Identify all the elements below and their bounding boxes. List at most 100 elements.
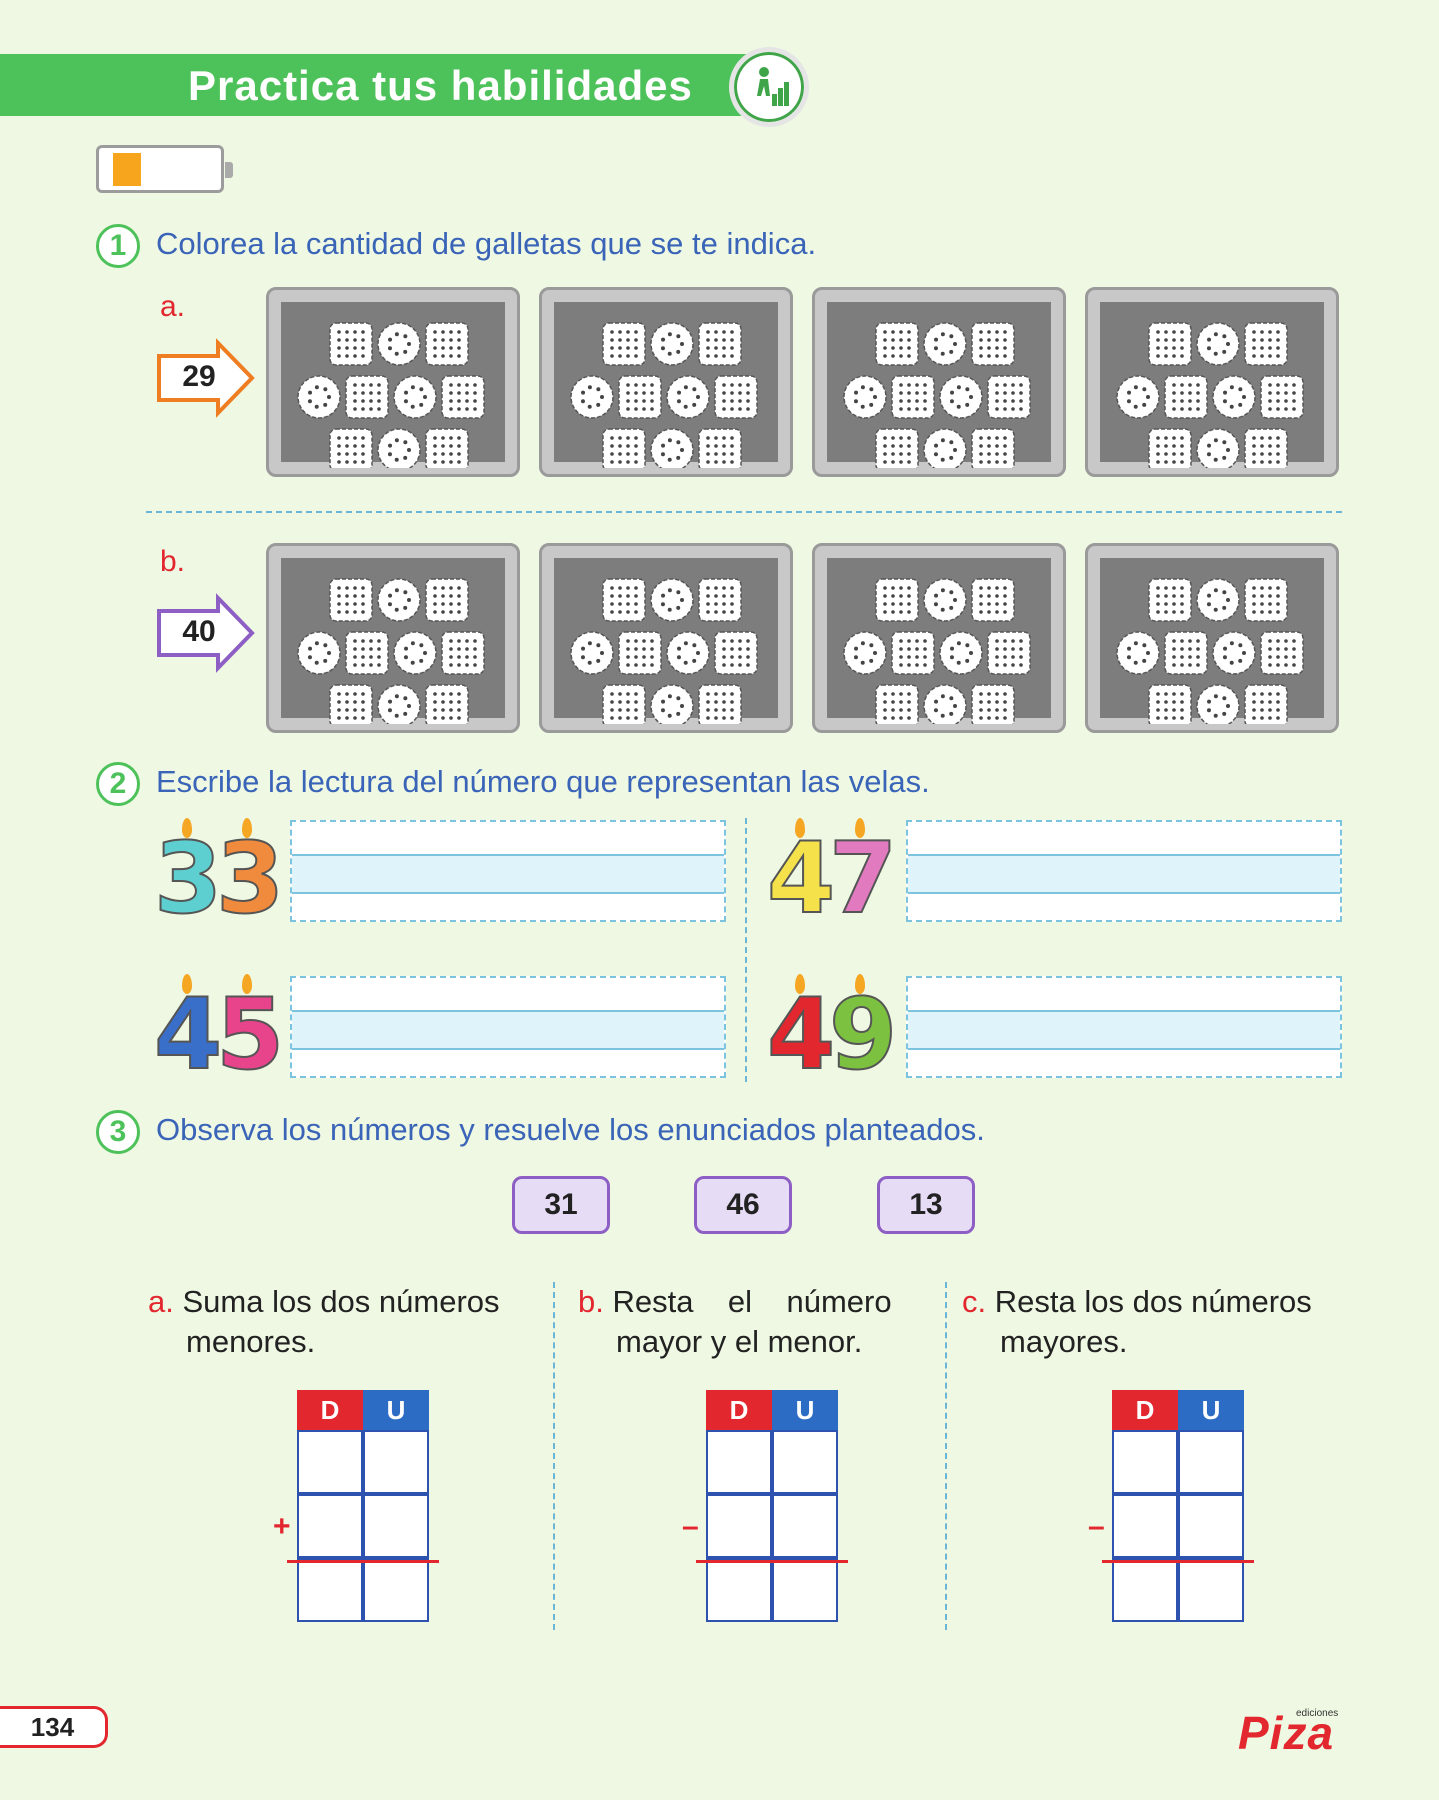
number-box: 46 (694, 1176, 792, 1234)
page-title: Practica tus habilidades (188, 62, 693, 109)
number-box: 31 (512, 1176, 610, 1234)
tens-header: D (1112, 1390, 1178, 1430)
digit-cell[interactable] (297, 1558, 363, 1622)
item-b-letter: b. (160, 545, 186, 578)
arrow-40: 40 (156, 593, 256, 673)
question-3-text: Observa los números y resuelve los enunc… (156, 1112, 985, 1147)
statement-b: b. Resta el número mayor y el menor. (578, 1282, 918, 1362)
flame-icon (855, 818, 865, 838)
question-1-text: Colorea la cantidad de galletas que se t… (156, 226, 817, 261)
divider (745, 818, 747, 1082)
minus-sign: – (682, 1510, 699, 1543)
writing-box[interactable] (906, 820, 1342, 922)
statement-line1: Resta los dos números (994, 1284, 1312, 1319)
publisher-logo: Piza (1238, 1707, 1335, 1759)
number-box: 13 (877, 1176, 975, 1234)
digit-cell[interactable] (1112, 1558, 1178, 1622)
operation-line (287, 1560, 439, 1563)
units-header: U (363, 1390, 429, 1430)
flame-icon (242, 974, 252, 994)
candle-digit: 5 (215, 978, 285, 1092)
candle-digit: 4 (153, 978, 223, 1092)
statement-line2: mayores. (1000, 1324, 1128, 1359)
statement-line2: menores. (186, 1324, 316, 1359)
page-number: 134 (0, 1706, 108, 1748)
flame-icon (242, 818, 252, 838)
battery-icon (96, 145, 233, 193)
operation-line (696, 1560, 848, 1563)
statement-c: c. Resta los dos números mayores. (962, 1282, 1352, 1362)
digit-cell[interactable] (706, 1494, 772, 1558)
writing-box[interactable] (290, 976, 726, 1078)
digit-cell[interactable] (363, 1558, 429, 1622)
candle-digit: 3 (215, 822, 285, 936)
arrow-29: 29 (156, 338, 256, 418)
statement-letter: c. (962, 1284, 987, 1319)
cookie-tray[interactable] (812, 543, 1066, 733)
flame-icon (182, 974, 192, 994)
header-banner (0, 54, 760, 116)
digit-cell[interactable] (772, 1430, 838, 1494)
cookie-tray[interactable] (1085, 543, 1339, 733)
statement-line2: mayor y el menor. (616, 1324, 863, 1359)
statement-letter: b. (578, 1284, 604, 1319)
digit-cell[interactable] (772, 1558, 838, 1622)
flame-icon (795, 974, 805, 994)
plus-sign: + (273, 1510, 291, 1543)
digit-cell[interactable] (1178, 1558, 1244, 1622)
candle-digit: 4 (766, 978, 836, 1092)
candle-digit: 7 (828, 822, 898, 936)
units-header: U (1178, 1390, 1244, 1430)
cookie-tray[interactable] (1085, 287, 1339, 477)
tens-header: D (297, 1390, 363, 1430)
cookie-tray[interactable] (812, 287, 1066, 477)
statement-line1: Suma los dos números (182, 1284, 500, 1319)
arrow-value: 40 (182, 615, 216, 648)
question-number-2: 2 (96, 762, 140, 806)
digit-cell[interactable] (1112, 1494, 1178, 1558)
units-header: U (772, 1390, 838, 1430)
tens-header: D (706, 1390, 772, 1430)
arrow-value: 29 (182, 360, 216, 393)
writing-box[interactable] (906, 976, 1342, 1078)
writing-box[interactable] (290, 820, 726, 922)
divider (945, 1282, 947, 1630)
divider (146, 511, 1342, 513)
candle-digit: 4 (766, 822, 836, 936)
digit-cell[interactable] (363, 1494, 429, 1558)
cookie-tray[interactable] (539, 543, 793, 733)
question-number-3: 3 (96, 1110, 140, 1154)
cookie-tray[interactable] (539, 287, 793, 477)
operation-line (1102, 1560, 1254, 1563)
statement-line1: Resta el número (612, 1284, 892, 1319)
digit-cell[interactable] (706, 1558, 772, 1622)
cookie-tray[interactable] (266, 543, 520, 733)
climbing-person-icon (729, 47, 809, 127)
flame-icon (795, 818, 805, 838)
question-2-text: Escribe la lectura del número que repres… (156, 764, 930, 799)
divider (553, 1282, 555, 1630)
digit-cell[interactable] (706, 1430, 772, 1494)
digit-cell[interactable] (772, 1494, 838, 1558)
logo-subtitle: ediciones (1296, 1708, 1339, 1719)
digit-cell[interactable] (1178, 1430, 1244, 1494)
statement-letter: a. (148, 1284, 174, 1319)
candle-digit: 9 (828, 978, 898, 1092)
digit-cell[interactable] (297, 1494, 363, 1558)
digit-cell[interactable] (363, 1430, 429, 1494)
digit-cell[interactable] (1112, 1430, 1178, 1494)
digit-cell[interactable] (1178, 1494, 1244, 1558)
cookie-tray[interactable] (266, 287, 520, 477)
minus-sign: – (1088, 1510, 1105, 1543)
statement-a: a. Suma los dos números menores. (148, 1282, 538, 1362)
digit-cell[interactable] (297, 1430, 363, 1494)
item-a-letter: a. (160, 290, 186, 323)
flame-icon (855, 974, 865, 994)
